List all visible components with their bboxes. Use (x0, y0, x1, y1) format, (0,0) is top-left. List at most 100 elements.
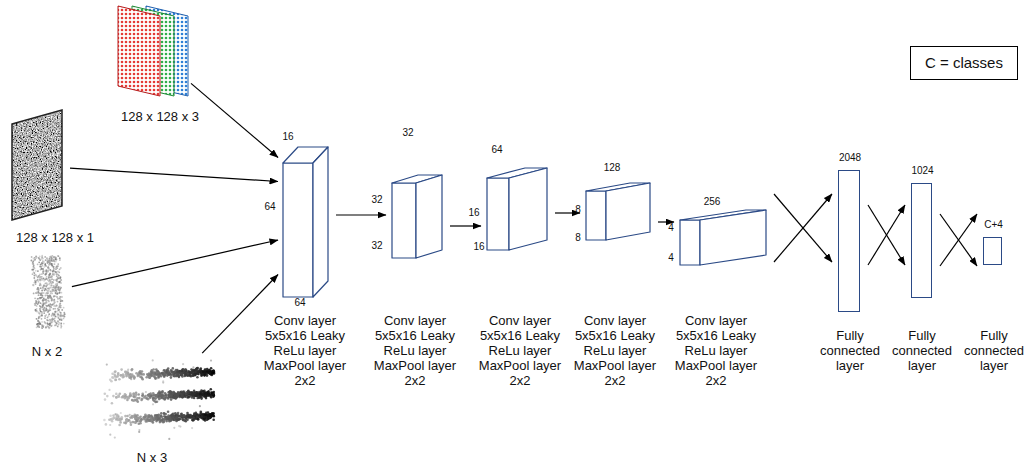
cloud-point (55, 289, 57, 291)
cloud-point (39, 279, 41, 281)
cloud-point (46, 276, 48, 278)
cloud-point (51, 263, 53, 265)
cloud-point (55, 273, 57, 275)
cloud-point (133, 393, 136, 396)
cloud-point (52, 272, 54, 274)
cloud-point (155, 417, 158, 420)
cloud-point (156, 370, 159, 373)
cloud-point (139, 415, 142, 418)
cloud-point (202, 394, 205, 397)
cloud-point (53, 279, 55, 281)
cloud-point (47, 317, 49, 319)
cloud-point (36, 305, 38, 307)
cloud-point (132, 393, 135, 396)
cloud-point (45, 314, 47, 316)
cloud-point (191, 393, 194, 396)
input-label: 128 x 128 x 3 (121, 110, 199, 125)
cloud-point (40, 266, 42, 268)
cloud-point (48, 310, 50, 312)
cloud-point (56, 266, 58, 268)
cloud-point (41, 268, 43, 270)
cloud-point (113, 416, 116, 419)
cloud-point (48, 301, 50, 303)
cloud-point (39, 282, 41, 284)
cloud-point (148, 377, 151, 380)
cloud-point (48, 288, 50, 290)
cloud-point (53, 308, 55, 310)
cloud-point (175, 417, 178, 420)
cloud-point (54, 263, 56, 265)
cloud-point (127, 372, 130, 375)
cloud-point (42, 300, 44, 302)
cloud-point (174, 374, 177, 377)
cloud-point (120, 368, 123, 371)
cloud-point (211, 412, 214, 415)
cloud-point (54, 314, 56, 316)
cloud-point (179, 373, 182, 376)
cloud-point (126, 418, 129, 421)
cloud-point (160, 415, 163, 418)
dimension-label: 32 (402, 127, 413, 139)
fc-layer: C+4Fully connected layer (983, 237, 1002, 265)
cloud-point (129, 376, 132, 379)
cloud-point (152, 368, 155, 371)
dimension-label: 64 (264, 201, 275, 213)
cloud-point (39, 266, 41, 268)
cloud-point (50, 285, 52, 287)
cloud-point (63, 315, 65, 317)
cloud-point (49, 297, 51, 299)
cloud-point (49, 283, 51, 285)
cloud-point (197, 393, 200, 396)
cloud-point (180, 412, 183, 415)
conv-block-face (680, 220, 700, 265)
cloud-point (39, 273, 41, 275)
cloud-point (114, 371, 117, 374)
cloud-point (31, 260, 33, 262)
cloud-point (111, 420, 114, 423)
cloud-point (57, 326, 59, 328)
cloud-point (40, 308, 42, 310)
cloud-point (39, 322, 41, 324)
cloud-point (45, 259, 47, 261)
cloud-point (114, 375, 117, 378)
cloud-point (125, 419, 128, 422)
cloud-point (32, 269, 34, 271)
cloud-point (60, 299, 62, 301)
cloud-point (199, 405, 201, 407)
cloud-point (48, 268, 50, 270)
dimension-label: 64 (491, 144, 502, 156)
cloud-point (36, 291, 38, 293)
cloud-point (49, 295, 51, 297)
input-sample: 128 x 128 x 3 (118, 5, 188, 97)
fc-cross-connector (940, 214, 977, 266)
cloud-point (161, 372, 164, 375)
cloud-point (51, 278, 53, 280)
cloud-point (54, 311, 56, 313)
conv-block-face (509, 168, 547, 250)
cloud-point (206, 394, 209, 397)
conv-block-outline (487, 168, 547, 250)
cloud-point (175, 416, 178, 419)
cloud-point (48, 274, 50, 276)
cloud-point (58, 309, 60, 311)
cloud-point (56, 305, 58, 307)
cloud-point (61, 319, 63, 321)
cloud-point (137, 401, 140, 404)
layer-caption: Conv layer 5x5x16 Leaky ReLu layer MaxPo… (261, 313, 349, 388)
cloud-point (58, 314, 60, 316)
cloud-point (54, 295, 56, 297)
cloud-point (106, 395, 109, 398)
cloud-point (40, 294, 42, 296)
cloud-point (165, 371, 168, 374)
cloud-point (163, 395, 166, 398)
cloud-point (136, 417, 139, 420)
dimension-label: 8 (575, 232, 581, 244)
cloud-point (57, 298, 59, 300)
cloud-point (54, 308, 56, 310)
cloud-point (45, 327, 47, 329)
cloud-point (47, 270, 49, 272)
cloud-point (38, 276, 40, 278)
connector-line (868, 205, 905, 265)
cloud-point (57, 293, 59, 295)
note-box: C = classes (910, 46, 1018, 80)
